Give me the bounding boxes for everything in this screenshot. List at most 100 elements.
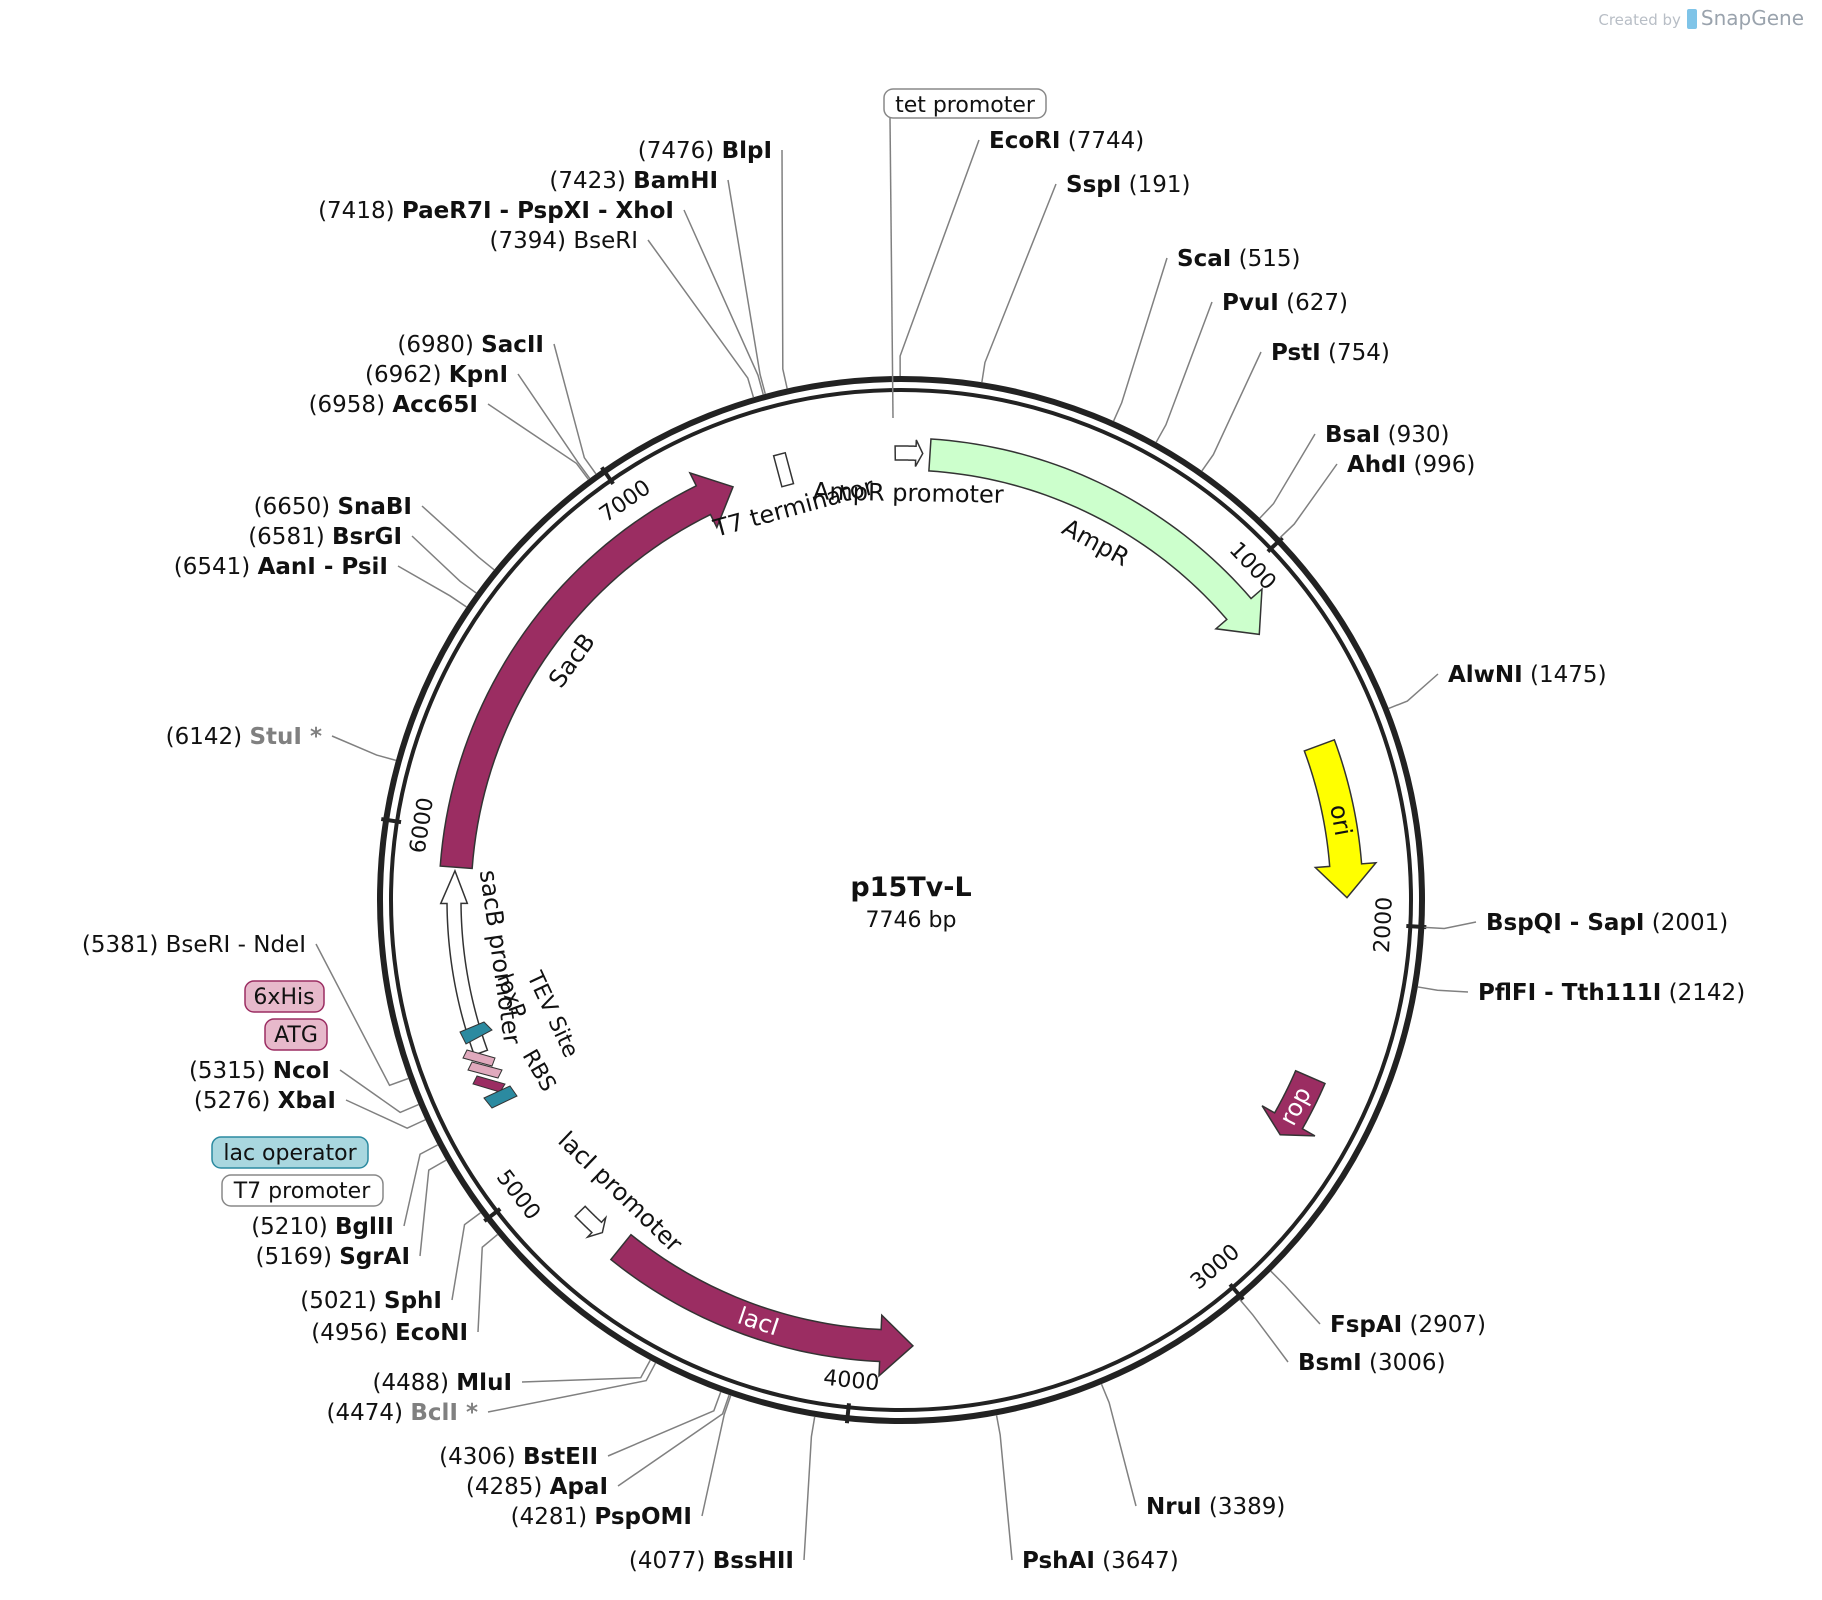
lead-line-alwni bbox=[1388, 673, 1439, 710]
site-name: PflFI - Tth111I bbox=[1478, 980, 1661, 1006]
tet-promoter-label: tet promoter bbox=[895, 93, 1036, 118]
site-kpni: (6962) KpnI bbox=[365, 362, 508, 388]
lead-line-paer7i-pspxi-xhoi bbox=[683, 209, 764, 395]
his-tag-mark-2 bbox=[467, 1061, 503, 1079]
site-position: (5021) bbox=[300, 1288, 384, 1314]
lead-line-bspqi-sapi bbox=[1424, 921, 1477, 930]
site-position: (5381) bbox=[82, 932, 166, 958]
site-position: (6142) bbox=[166, 724, 250, 750]
his-tag-label: 6xHis bbox=[253, 985, 314, 1010]
site-mlui: (4488) MluI bbox=[373, 1370, 513, 1396]
atg-box bbox=[264, 1018, 328, 1051]
credit-prefix: Created by bbox=[1598, 11, 1681, 29]
t7-promoter-label: T7 promoter bbox=[233, 1179, 371, 1204]
tick-2000 bbox=[1406, 924, 1427, 930]
lead-line-pflfi-tth111i bbox=[1417, 986, 1469, 993]
site-position: (6980) bbox=[397, 332, 481, 358]
site-bsmi: BsmI (3006) bbox=[1298, 1350, 1446, 1376]
feature-label-laci: lacI bbox=[734, 1302, 782, 1342]
lead-line-scai bbox=[1112, 257, 1168, 422]
lead-line-pshai bbox=[995, 1415, 1013, 1561]
site-position: (7394) bbox=[490, 228, 574, 254]
site-alwni: AlwNI (1475) bbox=[1448, 662, 1607, 688]
site-position: (6958) bbox=[309, 392, 393, 418]
site-position: (1475) bbox=[1523, 662, 1607, 688]
feature-label-ori: ori bbox=[1324, 802, 1357, 838]
site-name: BsrGI bbox=[332, 524, 402, 550]
site-name: BssHII bbox=[713, 1548, 794, 1574]
site-position: (515) bbox=[1231, 246, 1300, 272]
lead-line-snabi bbox=[421, 505, 495, 571]
site-position: (2907) bbox=[1402, 1312, 1486, 1338]
lead-line-acc65i bbox=[487, 403, 590, 480]
site-econi: (4956) EcoNI bbox=[311, 1320, 468, 1346]
lead-line-ncoi bbox=[339, 1069, 419, 1114]
site-name: BseRI bbox=[573, 228, 638, 254]
lead-line-bsrgi bbox=[411, 535, 477, 594]
tet-promoter-box bbox=[883, 88, 1047, 119]
tick-label-6000: 6000 bbox=[406, 796, 439, 855]
lead-line-sacii bbox=[553, 343, 597, 475]
site-name: FspAI bbox=[1330, 1312, 1402, 1338]
site-name: BstEII bbox=[523, 1444, 598, 1470]
site-sacii: (6980) SacII bbox=[397, 332, 544, 358]
site-name: SgrAI bbox=[339, 1244, 410, 1270]
boxed-labels: tet promoter 6xHis ATG lac operator T7 p… bbox=[211, 88, 1047, 1207]
site-acc65i: (6958) Acc65I bbox=[309, 392, 478, 418]
site-position: (3389) bbox=[1202, 1494, 1286, 1520]
lead-line-bseri-ndei bbox=[315, 943, 409, 1087]
tick-5000 bbox=[483, 1207, 502, 1223]
site-position: (6581) bbox=[248, 524, 332, 550]
site-scai: ScaI (515) bbox=[1177, 246, 1300, 272]
plasmid-name: p15Tv-L bbox=[850, 872, 972, 903]
site-ncoi: (5315) NcoI bbox=[189, 1058, 330, 1084]
site-name: SacII bbox=[481, 332, 544, 358]
site-position: (191) bbox=[1121, 172, 1190, 198]
site-position: (6650) bbox=[254, 494, 338, 520]
tev-site-label: TEV Site bbox=[521, 967, 583, 1062]
lead-line-econi bbox=[477, 1233, 499, 1333]
site-position: (4488) bbox=[373, 1370, 457, 1396]
tick-3000 bbox=[1228, 1283, 1245, 1301]
site-bspqi-sapi: BspQI - SapI (2001) bbox=[1486, 910, 1728, 936]
site-name: MluI bbox=[456, 1370, 512, 1396]
site-position: (7744) bbox=[1060, 128, 1144, 154]
site-bseri: (7394) BseRI bbox=[490, 228, 638, 254]
feature-ampr-promoter bbox=[894, 439, 924, 467]
site-position: (5315) bbox=[189, 1058, 273, 1084]
site-name: PstI bbox=[1271, 340, 1321, 366]
lead-line-bseri bbox=[647, 239, 755, 398]
plasmid-size: 7746 bp bbox=[865, 908, 957, 933]
site-position: (7476) bbox=[638, 138, 722, 164]
site-name: SphI bbox=[384, 1288, 442, 1314]
feature-rop bbox=[1261, 1069, 1326, 1137]
lead-line-fspai bbox=[1270, 1270, 1321, 1325]
site-snabi: (6650) SnaBI bbox=[254, 494, 412, 520]
feature-laci-promoter bbox=[574, 1205, 608, 1239]
site-position: (2142) bbox=[1661, 980, 1745, 1006]
site-name: SnaBI bbox=[337, 494, 412, 520]
site-position: (6962) bbox=[365, 362, 449, 388]
backbone-outer-ring bbox=[377, 376, 1425, 1424]
lead-line-bsai bbox=[1259, 433, 1316, 519]
site-bsrgi: (6581) BsrGI bbox=[248, 524, 402, 550]
site-bseri-ndei: (5381) BseRI - NdeI bbox=[82, 932, 306, 958]
lead-line-kpni bbox=[517, 373, 591, 479]
site-position: (4474) bbox=[327, 1400, 411, 1426]
tev-site-mark bbox=[459, 1021, 493, 1045]
lac-operator-label: lac operator bbox=[223, 1141, 357, 1166]
lead-line-ahdi bbox=[1279, 463, 1338, 539]
lead-line-stui bbox=[331, 735, 397, 762]
restriction-site-labels: EcoRI (7744)SspI (191)ScaI (515)PvuI (62… bbox=[82, 128, 1745, 1574]
site-paer7i-pspxi-xhoi: (7418) PaeR7I - PspXI - XhoI bbox=[318, 198, 674, 224]
site-position: (6541) bbox=[174, 554, 258, 580]
feature-t7-terminator bbox=[772, 451, 795, 488]
feature-label-laci-promoter: lacI promoter bbox=[553, 1126, 688, 1258]
his-tag-mark-1 bbox=[462, 1049, 496, 1067]
site-name: AanI - PsiI bbox=[258, 554, 388, 580]
site-bcli: (4474) BclI * bbox=[327, 1400, 478, 1426]
site-pvui: PvuI (627) bbox=[1222, 290, 1348, 316]
site-blpi: (7476) BlpI bbox=[638, 138, 772, 164]
site-position: (5276) bbox=[194, 1088, 278, 1114]
lead-line-bamhi bbox=[727, 179, 767, 395]
